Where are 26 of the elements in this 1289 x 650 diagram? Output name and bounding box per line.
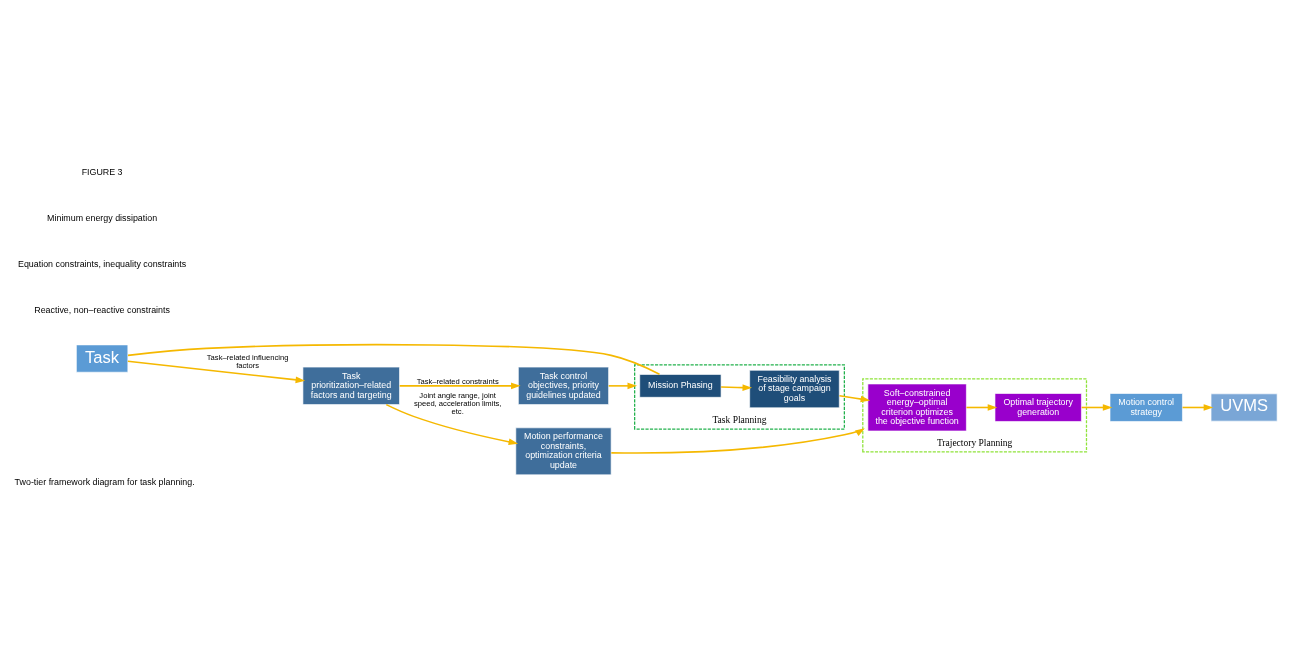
node-box: Task	[76, 344, 129, 373]
node-box: Optimal trajectory generation	[994, 392, 1082, 422]
arrow	[1181, 403, 1214, 411]
arrow	[398, 382, 521, 389]
node-box: Task control objectives, priority guidelines updated	[518, 366, 609, 405]
node-box: Feasibility analysis of stage campaign goals	[749, 369, 840, 408]
arrow	[838, 394, 871, 402]
node-box: Motion performance constraints, optimization criteria update	[515, 427, 612, 475]
arrow	[610, 427, 865, 454]
label: FIGURE 3	[81, 166, 123, 177]
arrow	[607, 382, 638, 389]
arrow	[385, 403, 519, 445]
caption: Two-tier framework diagram for task planning.	[14, 476, 195, 486]
arrow	[720, 383, 753, 391]
arrow	[127, 360, 306, 383]
node-box: Task prioritization–related factors and targeting	[302, 366, 400, 405]
node-box: Motion control strategy	[1109, 392, 1183, 422]
label: Minimum energy dissipation	[47, 212, 158, 223]
node-box: UVMS	[1210, 393, 1278, 421]
connector	[127, 343, 661, 375]
arrow	[965, 403, 998, 411]
arrow	[1080, 403, 1113, 411]
node-box: Mission Phasing	[639, 373, 722, 398]
label: Equation constraints, inequality constraints	[17, 258, 187, 269]
node-box: Soft–constrained energy–optimal criterion optimizes the objective function	[867, 383, 967, 431]
label: Reactive, non–reactive constraints	[34, 304, 170, 315]
